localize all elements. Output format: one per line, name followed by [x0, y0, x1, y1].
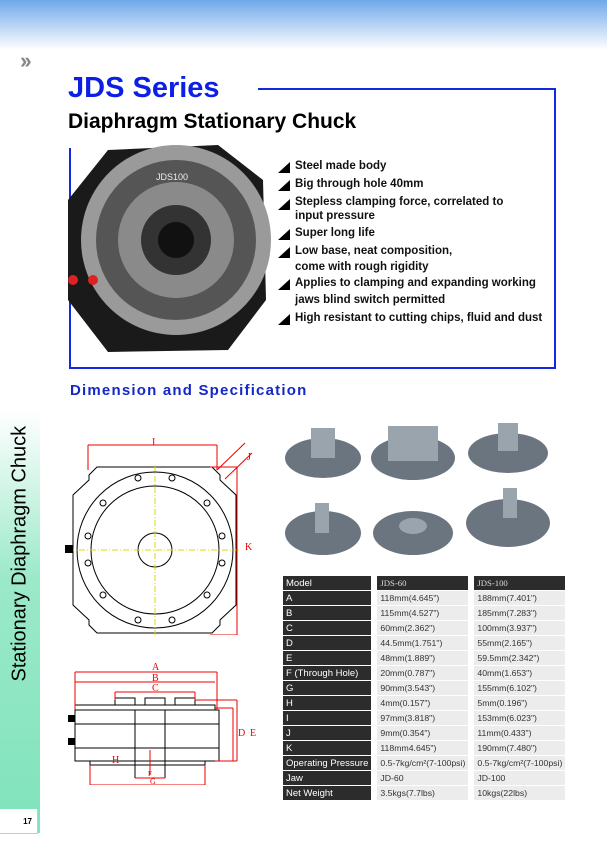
- header-band: [0, 0, 607, 50]
- row-label: K: [283, 741, 372, 755]
- dim-label-d: D: [238, 728, 245, 739]
- dim-label-h: H: [112, 755, 119, 766]
- cell-value: 59.5mm(2.342"): [468, 651, 566, 665]
- product-variants-photo: [285, 423, 550, 555]
- cell-value: 190mm(7.480"): [468, 741, 566, 755]
- cell-value: 188mm(7.401"): [468, 591, 566, 605]
- row-label: E: [283, 651, 372, 665]
- row-label: C: [283, 621, 372, 635]
- cell-value: 55mm(2.165"): [468, 636, 566, 650]
- cell-value: JD-100: [468, 771, 566, 785]
- row-label: D: [283, 636, 372, 650]
- cell-value: JDS-60: [371, 576, 469, 590]
- frame-line: [258, 88, 556, 90]
- dim-label-f: F: [148, 770, 152, 778]
- product-label: JDS100: [156, 172, 188, 182]
- side-band: [0, 410, 40, 833]
- cell-value: 115mm(4.527"): [371, 606, 469, 620]
- feature-list: Steel made body Big through hole 40mm St…: [278, 158, 542, 327]
- side-label: Stationary Diaphragm Chuck: [8, 425, 31, 682]
- frame-line: [69, 367, 556, 369]
- dim-label-k: K: [245, 542, 253, 553]
- product-photo: JDS100: [68, 145, 271, 352]
- feature-item: Big through hole 40mm: [278, 176, 542, 194]
- feature-item: Stepless clamping force, correlated to i…: [278, 195, 528, 223]
- double-chevron-icon: ››: [20, 48, 32, 73]
- cell-value: 118mm4.645"): [371, 741, 469, 755]
- page-subtitle: Diaphragm Stationary Chuck: [68, 110, 357, 133]
- cell-value: JD-60: [371, 771, 469, 785]
- cell-value: 100mm(3.937"): [468, 621, 566, 635]
- dim-label-i: I: [152, 437, 155, 448]
- cell-value: 97mm(3.818"): [371, 711, 469, 725]
- cell-value: 5mm(0.196"): [468, 696, 566, 710]
- cell-value: 153mm(6.023"): [468, 711, 566, 725]
- cell-value: 60mm(2.362"): [371, 621, 469, 635]
- cell-value: 40mm(1.653"): [468, 666, 566, 680]
- table-row: F (Through Hole)20mm(0.787")40mm(1.653"): [283, 666, 566, 680]
- top-view-drawing: I J K: [65, 437, 253, 635]
- cell-value: 90mm(3.543"): [371, 681, 469, 695]
- feature-item: Super long life: [278, 225, 542, 243]
- cell-value: 185mm(7.283"): [468, 606, 566, 620]
- section-title: Dimension and Specification: [70, 382, 308, 399]
- feature-item: Steel made body: [278, 158, 542, 176]
- row-label: J: [283, 726, 372, 740]
- feature-item: Low base, neat composition, come with ro…: [278, 243, 478, 275]
- cell-value: JDS-100: [468, 576, 566, 590]
- dim-label-c: C: [152, 683, 159, 694]
- dim-label-e: E: [250, 728, 256, 739]
- row-label: Model: [283, 576, 372, 590]
- cell-value: 155mm(6.102"): [468, 681, 566, 695]
- row-label: Net Weight: [283, 786, 372, 800]
- cell-value: 48mm(1.889"): [371, 651, 469, 665]
- dim-label-b: B: [152, 673, 159, 684]
- frame-line: [554, 88, 556, 369]
- side-view-drawing: A B C D E F G H: [68, 662, 256, 785]
- cell-value: 118mm(4.645"): [371, 591, 469, 605]
- cell-value: 20mm(0.787"): [371, 666, 469, 680]
- cell-value: 44.5mm(1.751"): [371, 636, 469, 650]
- dim-label-a: A: [152, 662, 160, 673]
- cell-value: 11mm(0.433"): [468, 726, 566, 740]
- feature-item: Applies to clamping and expanding workin…: [278, 275, 538, 310]
- row-label: I: [283, 711, 372, 725]
- row-label: H: [283, 696, 372, 710]
- row-label: Operating Pressure: [283, 756, 372, 770]
- dim-label-g: G: [150, 777, 156, 785]
- cell-value: 9mm(0.354"): [371, 726, 469, 740]
- cell-value: 3.5kgs(7.7lbs): [371, 786, 469, 800]
- row-label: G: [283, 681, 372, 695]
- page-title: JDS Series: [68, 72, 220, 104]
- cell-value: 10kgs(22lbs): [468, 786, 566, 800]
- cell-value: 0.5-7kg/cm²(7-100psi): [468, 756, 566, 770]
- row-label: F (Through Hole): [283, 666, 372, 680]
- row-label: Jaw: [283, 771, 372, 785]
- dim-label-j: J: [247, 452, 251, 463]
- feature-item: High resistant to cutting chips, fluid a…: [278, 310, 542, 328]
- page-number: 17: [0, 809, 38, 834]
- row-label: A: [283, 591, 372, 605]
- cell-value: 4mm(0.157"): [371, 696, 469, 710]
- row-label: B: [283, 606, 372, 620]
- cell-value: 0.5-7kg/cm²(7-100psi): [371, 756, 469, 770]
